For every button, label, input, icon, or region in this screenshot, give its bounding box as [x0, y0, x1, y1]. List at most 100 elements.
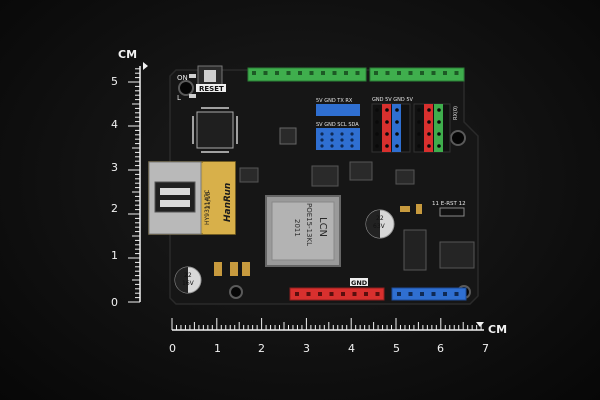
header-pin	[437, 132, 441, 136]
header-pin	[344, 71, 348, 75]
smd-cap	[214, 262, 222, 276]
vertical-tick-label-3: 3	[111, 161, 118, 174]
header-pin	[395, 132, 399, 136]
header-labels-top: SV GND SCL SDA	[316, 122, 359, 128]
header-pin	[375, 292, 380, 296]
header-pin	[395, 120, 399, 124]
header-pin	[306, 292, 311, 296]
header-pin	[295, 292, 299, 296]
header-pin	[330, 138, 334, 142]
transformer-year: 2011	[293, 219, 301, 237]
blue-header-top	[316, 104, 360, 116]
rj45-port	[154, 181, 196, 213]
reset-button-cap	[204, 70, 216, 82]
header-pin	[350, 132, 354, 136]
vertical-tick-label-4: 4	[111, 118, 118, 131]
header-pin	[375, 108, 379, 112]
header-pin	[427, 144, 431, 148]
horizontal-tick-label-7: 7	[482, 342, 489, 355]
blue-analog-header	[391, 287, 467, 301]
xbee-labels: 5V GND TX RX	[316, 98, 353, 104]
mounting-hole	[178, 80, 194, 96]
header-pin	[320, 132, 324, 136]
rx-label: RX(0)	[453, 106, 459, 120]
header-pin	[275, 71, 279, 75]
header-pin	[309, 71, 314, 75]
reset-label-plate	[196, 84, 226, 92]
header-pin	[408, 71, 413, 75]
header-pin	[330, 144, 334, 148]
header-pin	[320, 144, 324, 148]
header-pin	[252, 71, 256, 75]
on-led	[189, 74, 196, 78]
rj45-brand: HanRun	[223, 183, 233, 222]
horizontal-tick-label-6: 6	[437, 342, 444, 355]
red-power-header	[289, 287, 385, 301]
header-pin	[329, 292, 334, 296]
smd-cap	[400, 206, 410, 212]
header-pin	[355, 71, 360, 75]
header-pin	[395, 144, 399, 148]
horizontal-tick-label-2: 2	[258, 342, 265, 355]
blue-header-column	[392, 104, 401, 152]
cap-bottom-value: 22	[184, 272, 192, 279]
microcontroller-chip	[196, 111, 234, 149]
header-pin	[417, 132, 421, 136]
header-pin	[417, 108, 421, 112]
smd-cap	[242, 262, 250, 276]
header-pin	[340, 132, 344, 136]
header-pin	[395, 108, 399, 112]
header-pin	[385, 132, 389, 136]
horizontal-tick-label-0: 0	[169, 342, 176, 355]
inductor	[349, 161, 373, 181]
header-pin	[427, 120, 431, 124]
red-header	[382, 104, 391, 152]
header-pin	[286, 71, 291, 75]
right-header-labels: GND 5V GND 5V	[372, 97, 414, 103]
on-led-label: ON	[177, 74, 188, 82]
header-pin	[340, 138, 344, 142]
header-pin	[417, 120, 421, 124]
vertical-tick-label-2: 2	[111, 202, 118, 215]
small-ic	[279, 127, 297, 145]
l-led	[189, 94, 196, 98]
rj45-contact	[160, 200, 190, 207]
horizontal-ruler-unit: CM	[488, 323, 507, 336]
header-pin	[454, 292, 459, 296]
header-pin	[385, 120, 389, 124]
rj45-contact	[160, 188, 190, 195]
header-pin	[420, 292, 424, 296]
horizontal-ruler: CM 0 1 2 3 4 5 6 7	[169, 318, 507, 355]
poe-transformer-face	[271, 201, 335, 261]
horizontal-ruler-arrow	[476, 322, 484, 327]
vertical-ruler: CM 0 1 2 3 4 5	[111, 48, 148, 309]
smd-cap	[416, 204, 422, 214]
transformer-brand: LCN	[317, 217, 328, 237]
diode	[395, 169, 415, 185]
header-pin	[431, 71, 436, 75]
blue-header-bottom	[316, 128, 360, 150]
header-pin	[427, 132, 431, 136]
header-pin	[375, 144, 379, 148]
l-led-label: L	[177, 94, 181, 102]
header-pin	[443, 71, 447, 75]
header-pin	[443, 292, 447, 296]
header-pin	[375, 120, 379, 124]
reset-label: RESET	[199, 85, 224, 93]
transformer-model: POE15-13KL	[305, 203, 313, 246]
header-pin	[431, 292, 436, 296]
header-pin	[350, 138, 354, 142]
cap-top-value: 22	[376, 215, 384, 222]
cap-top-voltage: 63V	[373, 223, 386, 230]
vertical-tick-label-0: 0	[111, 296, 118, 309]
small-component	[239, 167, 259, 183]
rj45-model: HY931147C	[204, 190, 211, 225]
vertical-tick-label-5: 5	[111, 75, 118, 88]
power-ic	[403, 229, 427, 271]
header-pin	[340, 144, 344, 148]
gnd-label: GND	[351, 279, 368, 287]
vertical-ruler-unit: CM	[118, 48, 137, 61]
header-pin	[321, 71, 325, 75]
green-header-column	[434, 104, 443, 152]
header-pin	[330, 132, 334, 136]
